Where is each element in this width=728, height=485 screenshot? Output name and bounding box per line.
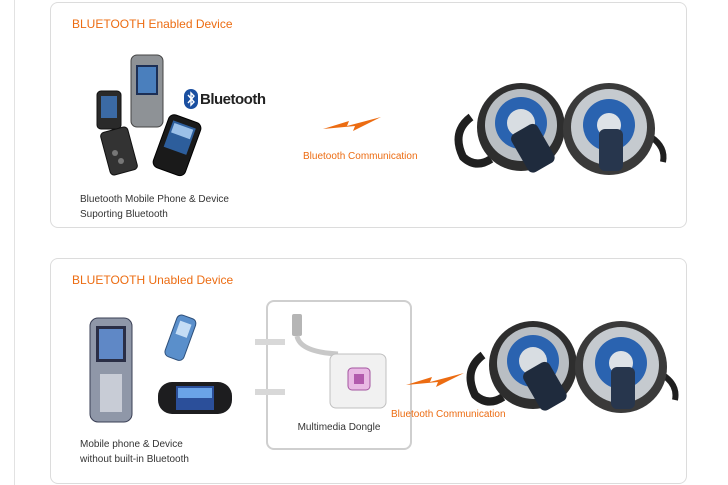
signal-bolt-icon (323, 117, 381, 131)
headsets-image (466, 321, 679, 413)
bluetooth-enabled-panel: BLUETOOTH Enabled Device Bluetooth (50, 2, 687, 228)
caption-line: Bluetooth Mobile Phone & Device (80, 194, 229, 205)
caption-line: Suporting Bluetooth (80, 209, 168, 220)
signal-bolt-icon (406, 373, 464, 387)
communication-label: Bluetooth Communication (391, 409, 506, 420)
panel-title: BLUETOOTH Enabled Device (72, 17, 233, 31)
left-divider (14, 0, 15, 485)
headset-icon (563, 83, 667, 175)
psp-icon (158, 382, 232, 414)
connectors-image (255, 339, 285, 395)
multimedia-dongle-box: Multimedia Dongle (266, 300, 412, 450)
mp3-player-icon (164, 314, 197, 361)
flip-phone-icon (96, 90, 138, 176)
slider-phone-icon (130, 54, 164, 128)
dongle-label: Multimedia Dongle (297, 422, 381, 433)
headsets-image (454, 83, 667, 175)
bluetooth-logo-text: Bluetooth (200, 90, 266, 108)
panel-title: BLUETOOTH Unabled Device (72, 273, 234, 287)
communication-label: Bluetooth Communication (303, 151, 418, 162)
non-bluetooth-devices-image (89, 314, 232, 423)
flip-phone-icon (89, 317, 133, 423)
bluetooth-logo-icon (184, 89, 198, 109)
device-caption: Mobile phone & Device without built-in B… (80, 437, 189, 467)
caption-line: without built-in Bluetooth (80, 454, 189, 465)
headset-icon (575, 321, 679, 413)
dongle-icon (292, 314, 387, 409)
black-phone-icon (152, 114, 202, 177)
device-caption: Bluetooth Mobile Phone & Device Suportin… (80, 192, 229, 222)
bluetooth-unabled-panel: BLUETOOTH Unabled Device Multi (50, 258, 687, 484)
bluetooth-logo: Bluetooth (184, 89, 266, 109)
mobile-phones-image (96, 54, 202, 177)
caption-line: Mobile phone & Device (80, 439, 183, 450)
headset-icon (454, 83, 565, 173)
headset-icon (466, 321, 577, 411)
